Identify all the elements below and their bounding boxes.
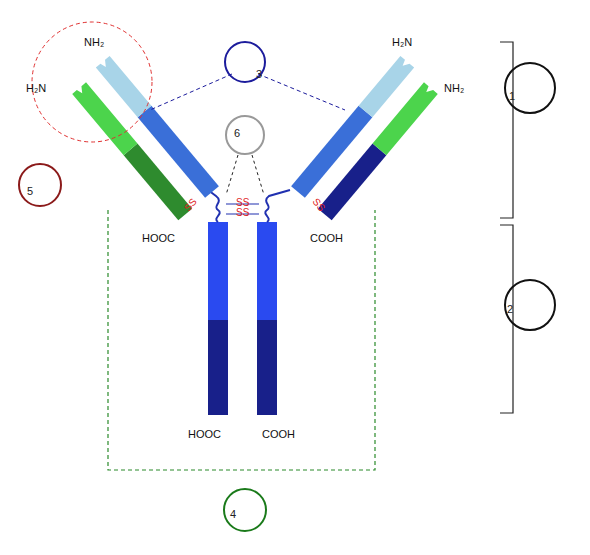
leader-line [150,74,345,110]
left-fab [69,56,219,220]
callout-number: 2 [507,303,513,315]
terminus-label: HOOC [188,428,221,440]
bracket [500,225,513,413]
heavy-constant [257,222,277,320]
disulfide-label: SS [236,208,249,218]
callout-circle: 5 [18,163,62,207]
callout-circle: 1 [504,62,556,114]
heavy-constant [208,222,228,320]
terminus-label: H₂N [392,36,412,48]
terminus-label: NH₂ [84,36,104,48]
terminus-label: H₂N [26,82,46,94]
highlight-circle [32,22,152,142]
callout-number: 3 [256,68,262,80]
hinge [265,190,290,222]
terminus-label: HOOC [142,232,175,244]
circle-outline [18,163,62,207]
heavy-constant [208,320,228,415]
callout-circle: 3 [224,41,266,83]
dashed-bracket [108,210,375,470]
hinge [208,190,220,222]
circle-outline [504,62,556,114]
disulfide-label: SS [236,198,249,208]
heavy-constant [257,320,277,415]
circle-outline [225,115,265,155]
circle-outline [223,488,267,532]
callout-number: 1 [509,90,515,102]
right-fab [291,56,441,220]
callout-circle: 4 [223,488,267,532]
terminus-label: NH₂ [444,82,464,94]
callout-circle: 6 [225,115,265,155]
terminus-label: COOH [310,232,343,244]
callout-number: 4 [230,508,236,520]
leader-line [226,155,264,195]
callout-number: 5 [27,185,33,197]
callout-number: 6 [234,127,240,139]
bracket [500,42,513,218]
callout-circle: 2 [504,279,556,331]
terminus-label: COOH [262,428,295,440]
